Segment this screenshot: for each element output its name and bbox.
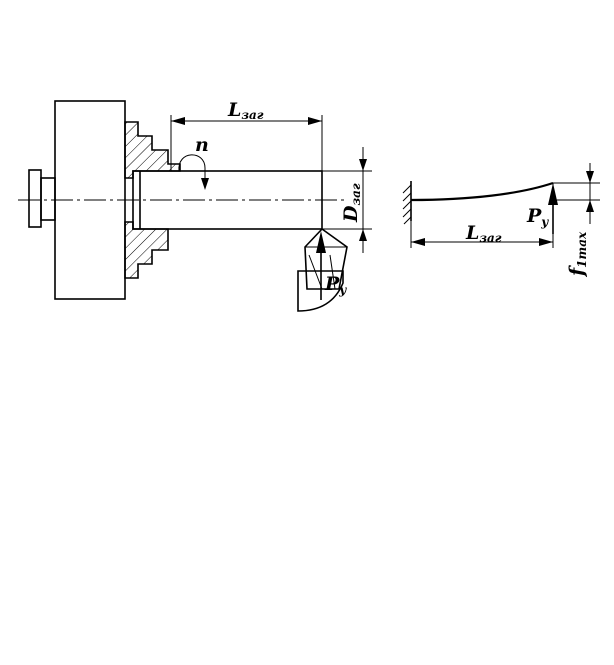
radial-force-arrow: [316, 231, 326, 300]
force-label-right: Py: [526, 205, 549, 229]
spindle-stub: [28, 169, 56, 228]
upper-chuck-jaw: [124, 121, 181, 179]
beam-length-dimension: [411, 238, 553, 246]
deflection-dimension: [553, 163, 600, 224]
deflection-label: f1max: [566, 231, 589, 278]
rotation-arrow: [178, 154, 209, 190]
rotation-label: n: [195, 134, 209, 156]
lower-chuck-jaw: [124, 221, 169, 279]
diameter-dimension: [322, 147, 372, 253]
fixed-support: [402, 181, 412, 225]
beam-force-arrow: [548, 183, 558, 234]
length-label: Lзаг: [227, 99, 264, 122]
tool-holder: [297, 270, 344, 312]
force-label-left: Py: [324, 273, 347, 297]
diameter-label: Dзаг: [340, 183, 363, 223]
deflected-beam: [410, 181, 554, 202]
lathe-setup: n Lзаг Dзаг: [18, 99, 372, 312]
length-dimension: [170, 115, 323, 171]
beam-length-label: Lзаг: [465, 222, 502, 245]
cutting-tool: [297, 227, 348, 312]
beam-model: Lзаг Py f1max: [402, 163, 600, 278]
